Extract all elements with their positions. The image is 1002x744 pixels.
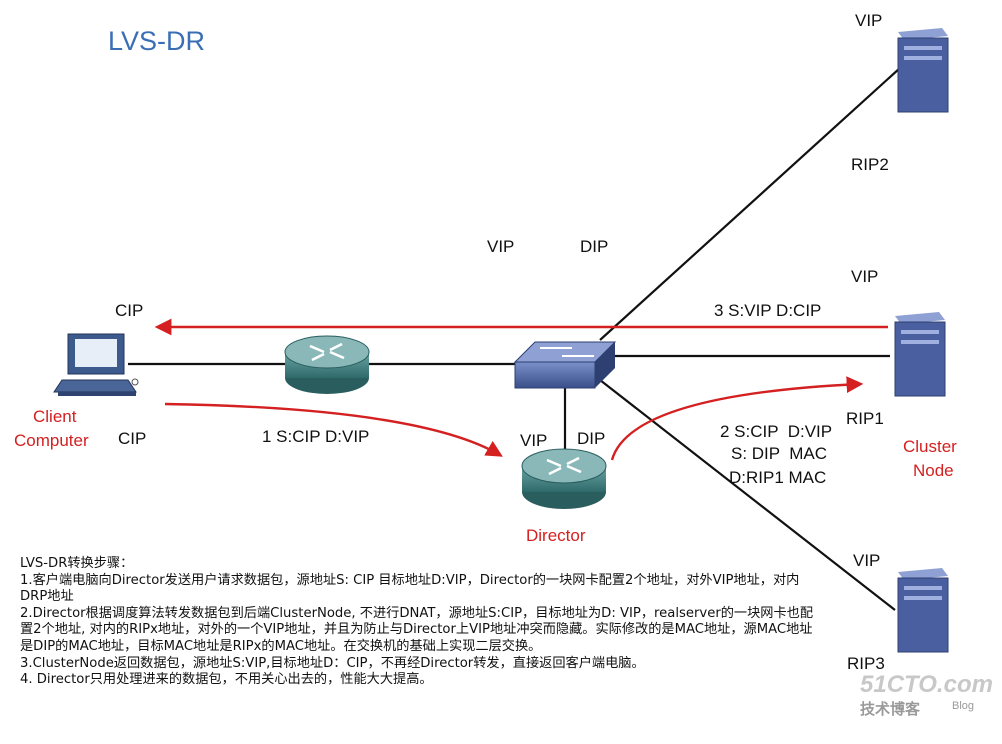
vip-director-label: VIP [520, 431, 548, 450]
watermark-sub: 技术博客 [860, 700, 921, 718]
steps-text: LVS-DR转换步骤： 1.客户端电脑向Director发送用户请求数据包，源地… [20, 556, 820, 689]
vip-rs3-label: VIP [853, 551, 881, 570]
client-label-line2: Computer [14, 431, 89, 450]
cluster-label-line2: Node [913, 461, 954, 480]
vip-switch-label: VIP [487, 237, 515, 256]
server-icon [897, 568, 949, 653]
rip1-label: RIP1 [846, 409, 884, 428]
vip-rs1-label: VIP [851, 267, 879, 286]
cluster-label-line1: Cluster [903, 437, 957, 456]
switch-icon [513, 341, 617, 389]
flow1-label: 1 S:CIP D:VIP [262, 427, 370, 446]
flow2-line1: 2 S:CIP D:VIP [720, 422, 833, 441]
director-router-icon [521, 448, 607, 509]
director-label: Director [526, 526, 586, 545]
rip2-label: RIP2 [851, 155, 889, 174]
router-icon [284, 335, 370, 394]
dip-switch-label: DIP [580, 237, 609, 256]
step-2: 2.Director根据调度算法转发数据包到后端ClusterNode, 不进行… [20, 605, 814, 654]
dip-director-label: DIP [577, 429, 606, 448]
cip-label-bottom: CIP [118, 429, 147, 448]
link-switch-rs2 [599, 67, 901, 341]
rip3-label: RIP3 [847, 654, 885, 673]
step-4: 4. Director只用处理进来的数据包，不用关心出去的，性能大大提高。 [20, 672, 433, 688]
cip-label-top: CIP [115, 301, 144, 320]
flow2-line3: D:RIP1 MAC [729, 468, 827, 487]
client-computer-icon [53, 333, 139, 396]
watermark-blog: Blog [952, 700, 975, 712]
watermark-logo: 51CTO.com 技术博客 Blog [860, 671, 993, 728]
network-links [128, 67, 901, 611]
arrow-forward [610, 376, 864, 461]
steps-heading: LVS-DR转换步骤： [20, 556, 134, 571]
client-label-line1: Client [33, 407, 77, 426]
diagram-title: LVS-DR [108, 26, 206, 56]
flow3-label: 3 S:VIP D:CIP [714, 301, 822, 320]
vip-rs2-label: VIP [855, 11, 883, 30]
step-3: 3.ClusterNode返回数据包，源地址S:VIP,目标地址D：CIP，不再… [20, 655, 645, 671]
server-icon [894, 312, 946, 397]
step-1: 1.客户端电脑向Director发送用户请求数据包，源地址S: CIP 目标地址… [20, 572, 800, 605]
arrow-request [164, 402, 503, 457]
link-switch-rs3 [599, 379, 896, 611]
server-icon [897, 28, 949, 113]
flow2-line2: S: DIP MAC [731, 444, 828, 463]
watermark-brand: 51CTO.com [860, 671, 993, 698]
traffic-arrows [154, 318, 888, 461]
